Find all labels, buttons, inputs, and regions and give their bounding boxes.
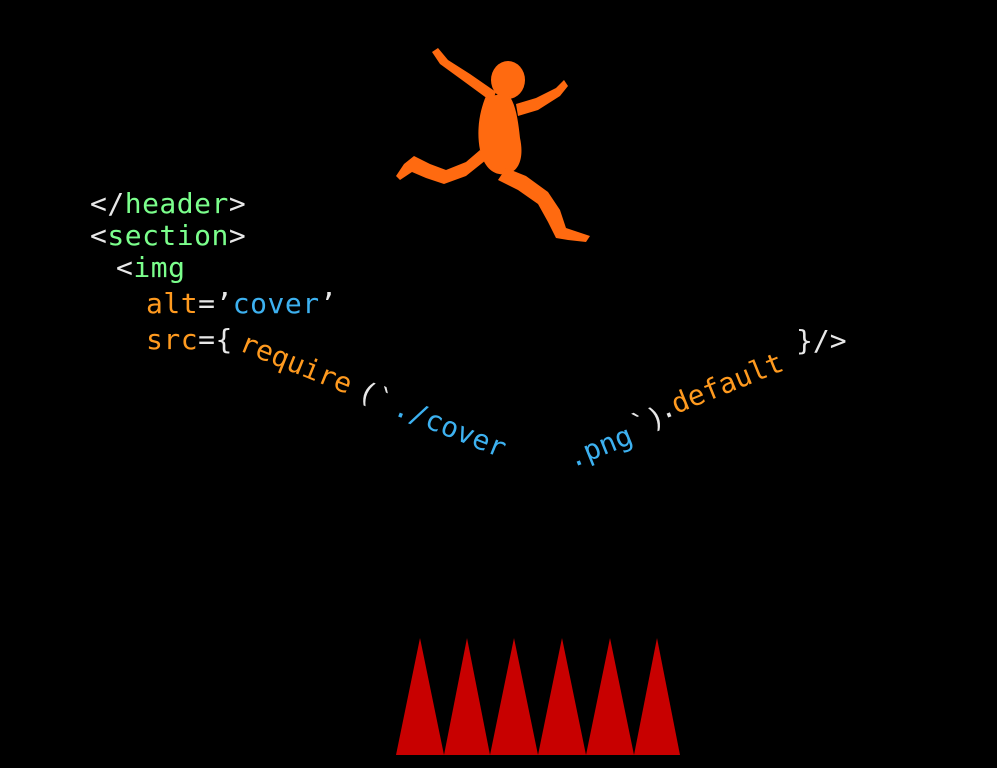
code-token: </ (90, 187, 125, 220)
code-line-src: src={ (146, 324, 233, 356)
code-attr: src (146, 323, 199, 356)
code-line-img-open: <img (116, 252, 185, 284)
code-token: < (90, 219, 108, 252)
code-token: = (198, 323, 216, 356)
spike (586, 638, 634, 755)
jumping-person-icon (396, 48, 590, 242)
code-token: = (198, 287, 216, 320)
code-line-section-open: <section> (90, 220, 246, 252)
code-path-start: ./cover (389, 390, 511, 465)
code-tag: img (133, 251, 186, 284)
code-line-header-close: </header> (90, 188, 246, 220)
code-default: default (666, 346, 788, 421)
code-attr: alt (146, 287, 199, 320)
code-require: require (235, 326, 357, 401)
spike (444, 638, 490, 755)
code-tag: section (107, 219, 229, 252)
spike (490, 638, 538, 755)
code-token: > (228, 219, 247, 252)
code-end: }/> (796, 324, 847, 357)
code-line-alt: alt=’cover’ (146, 288, 337, 320)
code-token: ’ (215, 287, 233, 320)
code-token: > (228, 187, 247, 220)
spike (634, 638, 680, 755)
code-path-end: .png (562, 419, 637, 475)
code-token: < (116, 251, 134, 284)
spike (538, 638, 586, 755)
code-paren-open: (` (353, 374, 397, 418)
spikes-icon (396, 638, 680, 755)
code-tag: header (124, 187, 229, 220)
spike (396, 638, 444, 755)
code-token: { (215, 323, 233, 356)
code-string: cover (232, 287, 320, 320)
code-token: ’ (319, 287, 337, 320)
curved-code: require (` ./cover .png `) . default }/> (235, 324, 846, 474)
